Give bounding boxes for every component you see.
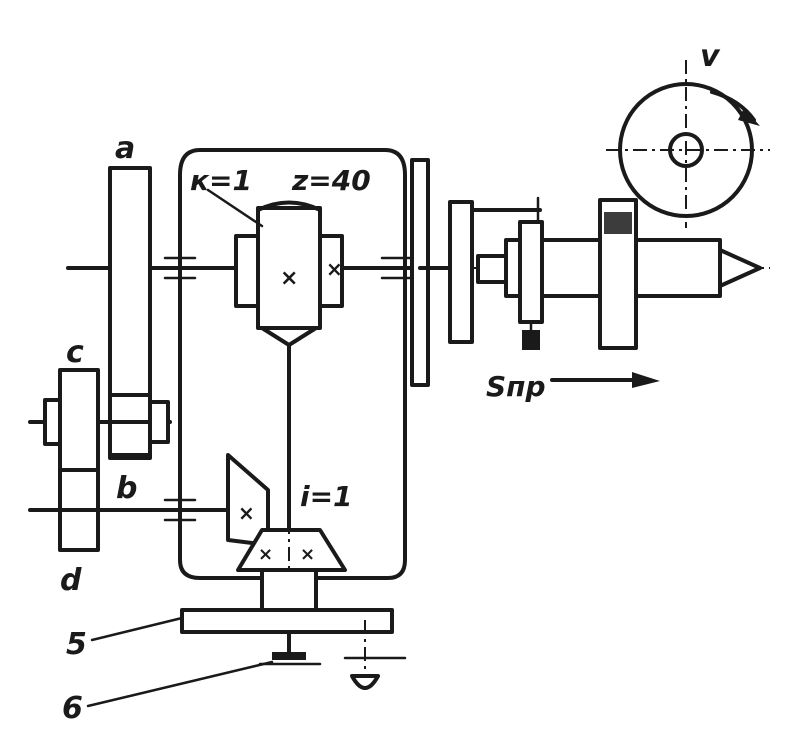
bevel-gear-horizontal <box>236 528 347 572</box>
gear-b <box>108 393 152 457</box>
headstock-flange <box>448 200 474 344</box>
rack-bar <box>410 158 430 387</box>
rotation-arrowhead <box>738 108 760 126</box>
label-wheel-z: z=40 <box>291 164 371 197</box>
worm-bottom-teeth <box>260 326 318 347</box>
bevel-cross-2: × <box>258 544 273 565</box>
worm-k-leader <box>206 188 264 228</box>
driver-plate <box>476 254 508 284</box>
bevel-cross-1: × <box>238 501 255 525</box>
cutting-zone <box>604 212 632 234</box>
screw-head <box>272 652 306 660</box>
label-gear-a: a <box>115 131 135 166</box>
label-part-6: 6 <box>62 691 83 726</box>
tailstock-center <box>718 248 762 288</box>
leader-5 <box>90 616 184 642</box>
label-bevel-ratio: i=1 <box>300 480 353 513</box>
gear-c-d <box>58 368 100 552</box>
worm-wheel-left-flange <box>234 234 260 308</box>
worm-cross-mark-right: × <box>326 257 343 281</box>
dog-clamp-screw <box>522 330 540 350</box>
feed-arrowhead <box>632 372 660 388</box>
leader-6 <box>86 660 274 708</box>
label-part-5: 5 <box>66 627 87 662</box>
label-gear-b: b <box>116 471 137 506</box>
bevel-cross-3: × <box>300 544 315 565</box>
worm-wheel-right-flange <box>318 234 344 308</box>
label-gear-d: d <box>60 563 82 598</box>
lower-hub <box>260 568 318 612</box>
label-speed-v: v <box>700 39 721 74</box>
label-worm-k: к=1 <box>190 164 252 197</box>
worm-cross-mark: × <box>280 266 298 291</box>
dog-clamp <box>518 220 544 324</box>
label-gear-c: c <box>66 335 84 370</box>
worm-top-arc <box>256 200 322 212</box>
label-feed-s: Sпр <box>486 370 546 403</box>
housing-frame <box>178 148 407 580</box>
plate-5 <box>180 608 394 634</box>
workpiece-right <box>634 238 722 298</box>
hub-right <box>148 400 170 444</box>
handle-knob <box>350 674 380 690</box>
